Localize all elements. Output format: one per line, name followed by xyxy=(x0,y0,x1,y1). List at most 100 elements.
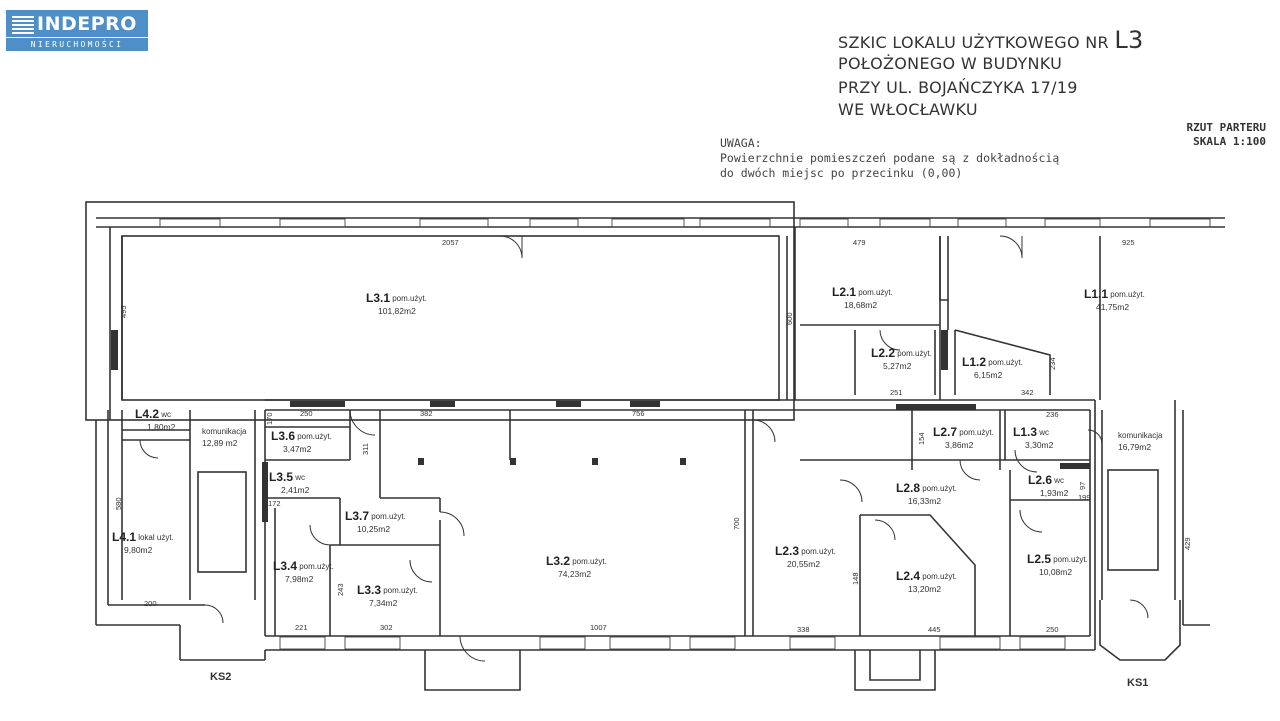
room-type: pom.użyt. xyxy=(383,586,418,595)
dimension-label: 311 xyxy=(361,443,370,455)
view-name: RZUT PARTERU xyxy=(1186,121,1266,134)
header-line4: WE WŁOCŁAWKU xyxy=(838,100,978,119)
room-type: pom.użyt. xyxy=(858,288,893,297)
room-type: pom.użyt. xyxy=(988,358,1023,367)
dimension-label: 756 xyxy=(632,409,645,418)
header-line1-text: SZKIC LOKALU UŻYTKOWEGO NR xyxy=(838,33,1109,52)
room-area: 3,86m2 xyxy=(945,440,974,450)
room-id: L2.4 xyxy=(896,569,920,583)
dimension-label: 1007 xyxy=(590,623,607,632)
vent-marks xyxy=(111,330,1090,522)
doors xyxy=(139,235,1149,662)
room-area: 41,75m2 xyxy=(1096,302,1129,312)
room-area: 12,89 m2 xyxy=(202,438,238,448)
logo-subtitle: NIERUCHOMOŚCI xyxy=(6,38,148,51)
room-id: L3.5 xyxy=(269,470,293,484)
room-id: L1.3 xyxy=(1013,425,1037,439)
room-type: pom.użyt. xyxy=(922,484,957,493)
room-id: L2.8 xyxy=(896,481,920,495)
room-type: pom.użyt. xyxy=(572,557,607,566)
room-area: 7,34m2 xyxy=(369,598,398,608)
dimension-label: 495 xyxy=(119,305,128,318)
dimension-label: 97 xyxy=(1078,482,1087,490)
dimension-label: 250 xyxy=(1046,625,1059,634)
room-area: 10,25m2 xyxy=(357,524,390,534)
room-area: 6,15m2 xyxy=(974,370,1003,380)
header-line2: POŁOŻONEGO W BUDYNKU xyxy=(838,54,1063,73)
room-id: L3.3 xyxy=(357,583,381,597)
dimension-label: 251 xyxy=(890,388,903,397)
dimension-label: 243 xyxy=(336,583,345,596)
header-unit-number: L3 xyxy=(1114,26,1144,54)
room-area: 2,41m2 xyxy=(281,485,310,495)
dimension-label: 221 xyxy=(295,623,308,632)
room-type: wc xyxy=(294,473,305,482)
room-area: 13,20m2 xyxy=(908,584,941,594)
dimension-label: 342 xyxy=(1021,388,1034,397)
room-id: L2.7 xyxy=(933,425,957,439)
room-type: pom.użyt. xyxy=(959,428,994,437)
dimension-label: 172 xyxy=(268,499,281,508)
room-id: L2.1 xyxy=(832,285,856,299)
room-area: 3,30m2 xyxy=(1025,440,1054,450)
note-line1: Powierzchnie pomieszczeń podane są z dok… xyxy=(720,151,1060,165)
room-area: 9,80m2 xyxy=(124,545,153,555)
room-id: L3.1 xyxy=(366,291,390,305)
room-type: pom.użyt. xyxy=(1053,555,1088,564)
dimension-label: 580 xyxy=(114,497,123,510)
header-line3: PRZY UL. BOJAŃCZYKA 17/19 xyxy=(838,78,1078,97)
dimension-label: 250 xyxy=(300,409,313,418)
room-area: 101,82m2 xyxy=(378,306,416,316)
dimension-label: 236 xyxy=(1046,410,1059,419)
room-id: L4.1 xyxy=(112,530,136,544)
dimension-label: 479 xyxy=(853,238,866,247)
room-label: komunikacja 12,89 m2 xyxy=(202,427,247,448)
room-type: pom.użyt. xyxy=(801,547,836,556)
room-type: wc xyxy=(1038,428,1049,437)
dimension-label: 148 xyxy=(851,572,860,585)
walls xyxy=(85,201,1225,691)
room-type: wc xyxy=(1053,476,1064,485)
room-area: 7,98m2 xyxy=(285,574,314,584)
room-id: L3.2 xyxy=(546,554,570,568)
room-type: lokal użyt. xyxy=(138,533,174,542)
logo-mark-icon xyxy=(12,13,34,34)
room-area: 18,68m2 xyxy=(844,300,877,310)
dimension-label: 199 xyxy=(1078,493,1091,502)
dimension-label: 200 xyxy=(144,599,157,608)
room-area: 20,55m2 xyxy=(787,559,820,569)
room-type: komunikacja xyxy=(202,427,247,436)
dimension-label: 429 xyxy=(1183,537,1192,550)
header-line1: SZKIC LOKALU UŻYTKOWEGO NR L3 xyxy=(838,26,1144,54)
room-id: L3.7 xyxy=(345,509,369,523)
room-area: 1,93m2 xyxy=(1040,488,1069,498)
room-id: L3.4 xyxy=(273,559,297,573)
room-type: pom.użyt. xyxy=(897,349,932,358)
note-line2: do dwóch miejsc po przecinku (0,00) xyxy=(720,166,963,180)
room-id: L2.5 xyxy=(1027,552,1051,566)
indepro-logo: INDEPRO NIERUCHOMOŚCI xyxy=(6,10,148,51)
room-area: 5,27m2 xyxy=(883,361,912,371)
windows xyxy=(159,218,1211,650)
dimension-label: 338 xyxy=(797,625,810,634)
room-type: pom.użyt. xyxy=(299,562,334,571)
